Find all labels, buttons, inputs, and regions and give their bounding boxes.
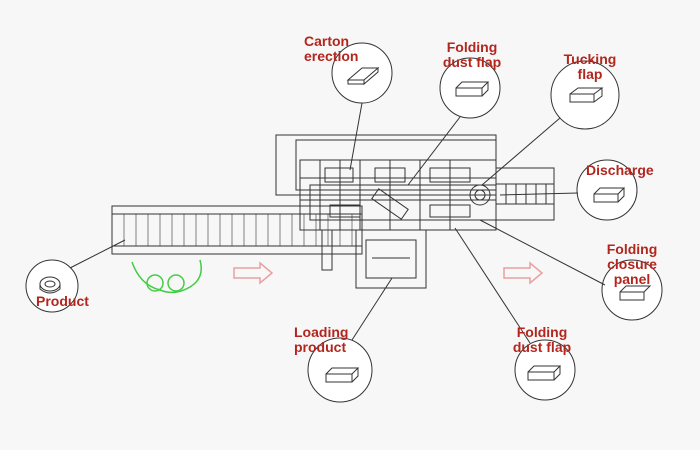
leader-tucking-flap (481, 117, 561, 186)
callout-loading-product (307, 337, 373, 403)
label-loading-product: Loading product (294, 324, 349, 355)
label-folding-dust-flap-bottom: Folding dust flap (512, 324, 572, 355)
label-tucking-flap: Tucking flap (563, 51, 617, 82)
leader-folding-dust-flap-top (407, 116, 461, 186)
label-folding-dust-flap-top: Folding dust flap (442, 39, 502, 70)
carton-sketch-tucking-flap (569, 87, 604, 103)
carton-sketch-dust-flap-bottom (527, 365, 562, 381)
flow-arrows (233, 261, 544, 285)
carton-sketch-closure-panel (619, 285, 652, 301)
leader-product (69, 239, 126, 269)
leader-carton-erection (349, 102, 363, 171)
carton-sketch-erection (346, 66, 380, 86)
callout-tucking-flap (550, 60, 620, 130)
carton-sketch-discharge (593, 187, 626, 203)
leader-folding-dust-flap-bottom (454, 227, 531, 344)
label-product: Product (36, 293, 89, 309)
callout-product (25, 259, 79, 313)
carton-sketch-loading (325, 367, 360, 383)
label-carton-erection: Carton erection (304, 33, 359, 64)
leader-folding-closure-panel (479, 219, 606, 286)
label-folding-closure-panel: Folding closure panel (606, 241, 658, 287)
main-machine-body (275, 134, 497, 289)
label-discharge: Discharge (586, 162, 654, 178)
callout-discharge (576, 159, 638, 221)
leader-loading-product (351, 277, 393, 341)
operator-hands (131, 259, 202, 294)
product-roll-icon (39, 276, 61, 294)
callout-folding-dust-flap-bottom (514, 339, 576, 401)
carton-sketch-dust-flap-top (455, 81, 490, 97)
leader-discharge (499, 192, 579, 196)
callout-folding-closure-panel (601, 259, 663, 321)
